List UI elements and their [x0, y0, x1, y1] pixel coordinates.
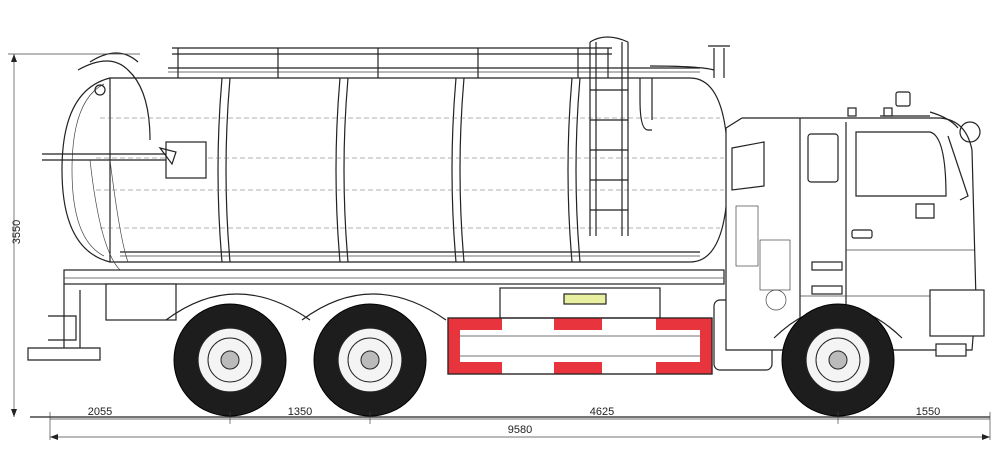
- top-handrail: [168, 47, 700, 78]
- wheel-front: [781, 303, 895, 417]
- wheelbase-label: 4625: [590, 406, 614, 418]
- rear-overhang-label: 2055: [88, 406, 112, 418]
- cab: [725, 91, 985, 357]
- side-ladder: [589, 36, 629, 236]
- overall-length-label: 9580: [508, 424, 532, 436]
- tank: [61, 52, 729, 263]
- wheel-rear-2: [313, 303, 427, 417]
- front-overhang-label: 1550: [916, 406, 940, 418]
- suction-pipe: [639, 45, 730, 131]
- dimension-lines: [8, 53, 991, 440]
- side-underrun-guard: [447, 317, 713, 375]
- rear-valve-arm: [42, 141, 207, 271]
- axle-spacing-label: 1350: [288, 406, 312, 418]
- height-dimension-label: 3550: [11, 220, 23, 244]
- wheel-rear-1: [173, 303, 287, 417]
